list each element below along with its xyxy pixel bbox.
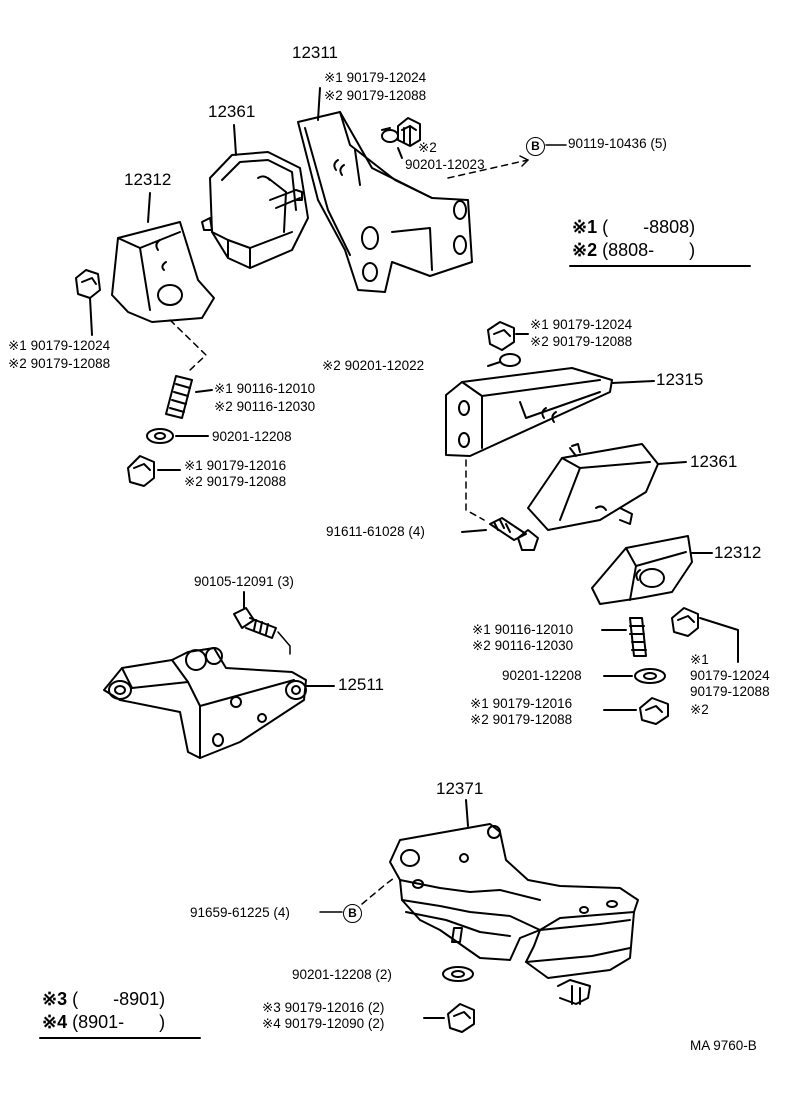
- nut-left-bottom-drawing: [127, 455, 181, 487]
- bolt-90119-label: 90119-10436 (5): [568, 136, 667, 151]
- legend-bottom-range-2: (8901- ): [72, 1012, 166, 1032]
- part-12311-note-1: ※1 90179-12024: [324, 70, 427, 85]
- nut-left-top-drawing: [75, 269, 101, 336]
- right-side-note-1: 90179-12024: [690, 668, 770, 683]
- legend-bottom-row-2: ※4 (8901- ): [42, 1011, 165, 1033]
- right-side-note-2: 90179-12088: [690, 684, 770, 699]
- left-washer-label: 90201-12208: [212, 429, 292, 444]
- left-stud-note-2: ※2 90116-12030: [214, 399, 316, 414]
- part-12311-note-2: ※2 90179-12088: [324, 88, 427, 103]
- b-marker-top: B: [526, 137, 545, 156]
- right-nutb-note-2: ※2 90179-12088: [470, 712, 573, 727]
- washer-left-drawing: [146, 428, 209, 444]
- right-washer2-label: 90201-12208: [502, 668, 582, 683]
- right-washer-label: ※2 90201-12022: [322, 358, 425, 373]
- bracket-12311-drawing: [297, 87, 473, 293]
- washer-right-drawing: [603, 668, 666, 684]
- mount-12361-right-drawing: [527, 443, 687, 531]
- bolt-91611-drawing: [461, 517, 539, 551]
- legend-top-mark-1: ※1: [572, 217, 598, 237]
- left-stud-note-1: ※1 90116-12010: [214, 381, 316, 396]
- stud-left-drawing: [165, 375, 213, 419]
- note-mark-2: ※2: [418, 140, 437, 155]
- reference-code: MA 9760-B: [690, 1038, 757, 1053]
- legend-top-range-1: ( -8808): [602, 217, 696, 237]
- crossmember-12371-drawing: [389, 799, 639, 1005]
- bottom-washer-label: 90201-12208 (2): [292, 967, 392, 982]
- nut-right-bottom-drawing: [603, 697, 669, 725]
- right-side-mark-1: ※1: [690, 652, 709, 667]
- left-nutb-note-2: ※2 90179-12088: [184, 474, 287, 489]
- legend-bottom-mark-2: ※4: [42, 1012, 68, 1032]
- bracket-12511-drawing: [103, 647, 335, 759]
- legend-bottom-row-1: ※3 ( -8901): [42, 988, 165, 1010]
- legend-top-row-2: ※2 (8808- ): [572, 239, 695, 261]
- legend-bottom-range-1: ( -8901): [72, 989, 166, 1009]
- bolt-91611-label: 91611-61028 (4): [326, 524, 425, 539]
- nut-right-top-drawing: [487, 321, 529, 351]
- left-nut-note-1: ※1 90179-12024: [8, 338, 111, 353]
- insulator-12312-top-drawing: [111, 192, 215, 323]
- part-12511-label: 12511: [338, 675, 385, 694]
- b-marker-bottom: B: [343, 904, 362, 923]
- part-12312-right-label: 12312: [714, 543, 762, 562]
- right-nut-note-2: ※2 90179-12088: [530, 334, 633, 349]
- nut-top-drawing: [381, 117, 421, 159]
- part-12371-label: 12371: [436, 779, 484, 798]
- legend-top-range-2: (8808- ): [602, 240, 696, 260]
- bolt-90105-drawing: [233, 591, 291, 655]
- bolt-90105-label: 90105-12091 (3): [194, 574, 294, 589]
- right-side-mark-2: ※2: [690, 702, 709, 717]
- washer-right-top-drawing: [487, 353, 521, 367]
- part-12361-right-label: 12361: [690, 452, 738, 471]
- legend-bottom-mark-1: ※3: [42, 989, 68, 1009]
- bracket-12315-drawing: [445, 367, 655, 457]
- right-nutb-note-1: ※1 90179-12016: [470, 696, 573, 711]
- part-12312-top-label: 12312: [124, 170, 172, 189]
- left-nut-note-2: ※2 90179-12088: [8, 356, 111, 371]
- bolt-91659-label: 91659-61225 (4): [190, 905, 290, 920]
- bottom-nut-note-4: ※4 90179-12090 (2): [262, 1016, 385, 1031]
- nut-right-side-drawing: [671, 607, 739, 663]
- right-stud-note-2: ※2 90116-12030: [472, 638, 574, 653]
- bottom-nut-note-3: ※3 90179-12016 (2): [262, 1000, 385, 1015]
- mount-12361-top-drawing: [201, 124, 309, 269]
- legend-top-row-1: ※1 ( -8808): [572, 216, 695, 238]
- left-nutb-note-1: ※1 90179-12016: [184, 458, 287, 473]
- part-12311-label: 12311: [292, 43, 339, 62]
- stud-right-drawing: [601, 617, 647, 657]
- part-12315-label: 12315: [656, 370, 704, 389]
- right-nut-note-1: ※1 90179-12024: [530, 317, 633, 332]
- legend-top-mark-2: ※2: [572, 240, 598, 260]
- part-12361-top-label: 12361: [208, 102, 256, 121]
- part-90201-12023-label: 90201-12023: [405, 157, 485, 172]
- right-stud-note-1: ※1 90116-12010: [472, 622, 574, 637]
- insulator-12312-right-drawing: [591, 535, 713, 605]
- washer-bottom-drawing: [442, 966, 474, 982]
- nut-bottom-drawing: [423, 1003, 475, 1033]
